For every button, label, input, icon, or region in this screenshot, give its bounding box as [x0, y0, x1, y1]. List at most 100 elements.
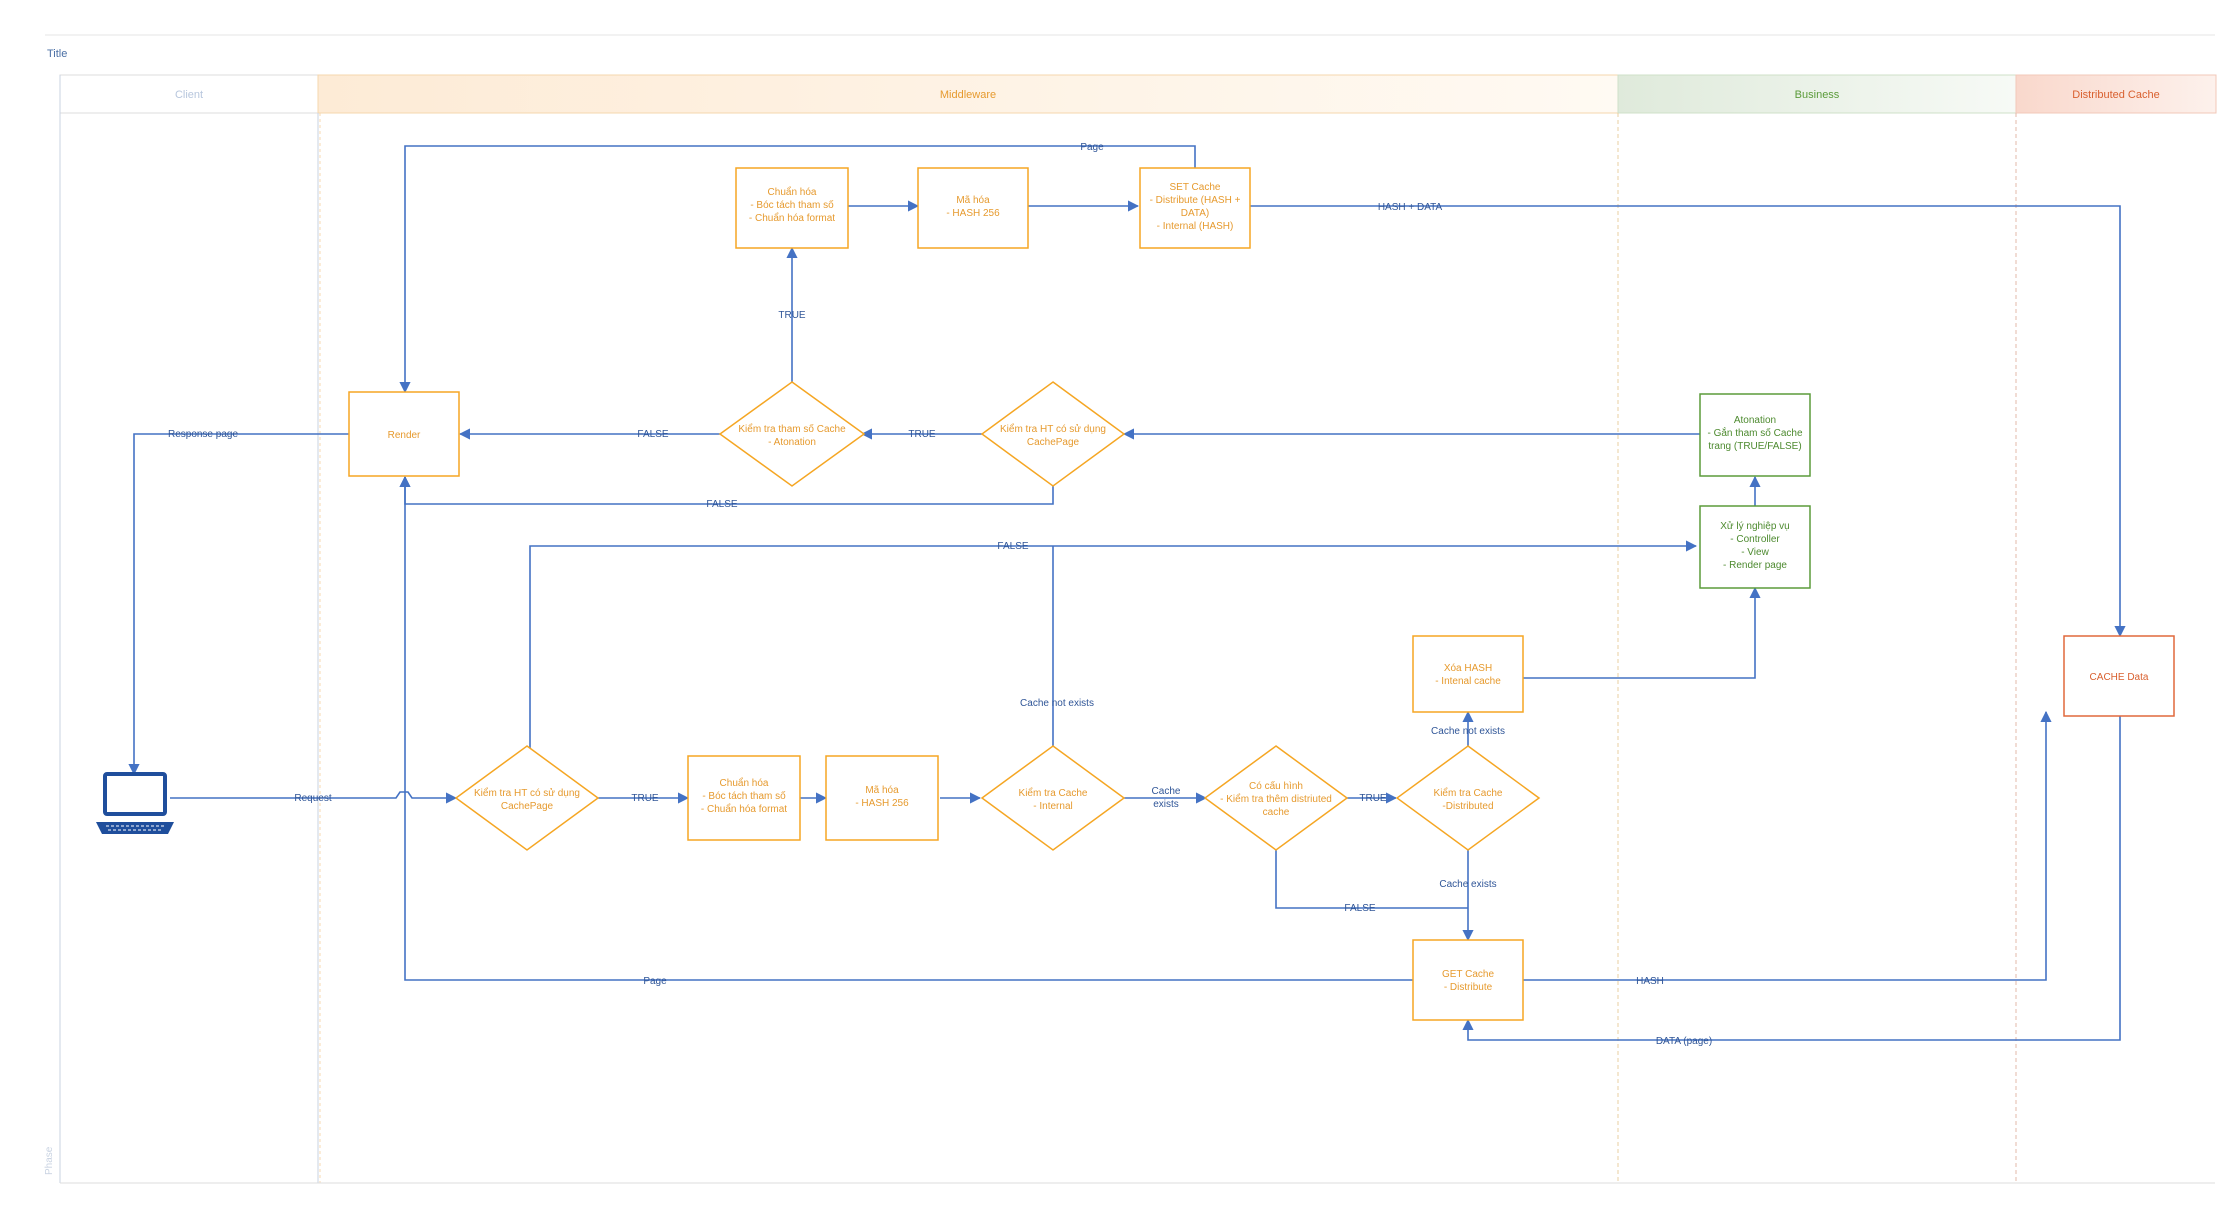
node-check-config[interactable]: Có cấu hình - Kiểm tra thêm distriuted c…: [1203, 745, 1349, 851]
node-business-logic-line3: - View: [1741, 547, 1769, 558]
label-true-mid: TRUE: [908, 429, 936, 440]
node-business-logic[interactable]: Xử lý nghiệp vụ - Controller - View - Re…: [1699, 505, 1811, 589]
lane-title-client: Client: [175, 89, 203, 101]
edge-page-top: [399, 145, 1196, 394]
edge-data-page: [1462, 716, 2121, 1041]
node-check-internal-line1: Kiểm tra Cache: [1019, 787, 1088, 799]
lane-title-business: Business: [1795, 89, 1840, 101]
node-check-atonation-line1: Kiểm tra tham số Cache: [738, 423, 846, 435]
node-normalize-top-line3: - Chuẩn hóa format: [749, 212, 835, 224]
node-cache-data[interactable]: CACHE Data: [2063, 635, 2175, 717]
label-false-render: FALSE: [637, 429, 668, 440]
node-set-cache-line4: - Internal (HASH): [1157, 221, 1234, 232]
node-check-cachepage-bottom-line2: CachePage: [501, 801, 554, 812]
node-check-cachepage-bottom-line1: Kiểm tra HT có sử dụng: [474, 787, 580, 799]
label-true-distributed: TRUE: [1359, 793, 1387, 804]
label-cache-not-exists-distributed: Cache not exists: [1431, 726, 1505, 737]
node-check-atonation[interactable]: Kiểm tra tham số Cache - Atonation: [718, 381, 866, 487]
node-check-internal-line2: - Internal: [1033, 801, 1072, 812]
node-render[interactable]: Render: [348, 391, 460, 477]
node-check-cachepage-top[interactable]: Kiểm tra HT có sử dụng CachePage: [980, 381, 1126, 487]
node-atonation-line1: Atonation: [1734, 415, 1776, 426]
lane-header-business: [1617, 74, 2017, 114]
node-check-cachepage-bottom[interactable]: Kiểm tra HT có sử dụng CachePage: [454, 745, 600, 851]
edge-xoa-business: [1522, 586, 1761, 679]
node-render-label: Render: [388, 430, 421, 441]
edge-hash-data: [1250, 205, 2126, 638]
edge-page-bottom: [399, 475, 1413, 981]
node-normalize-bottom-line1: Chuẩn hóa: [720, 777, 769, 789]
label-hash-data: HASH + DATA: [1378, 202, 1443, 213]
node-check-config-line3: cache: [1263, 807, 1290, 818]
node-check-config-line1: Có cấu hình: [1249, 780, 1303, 792]
swimlane-dividers: [59, 75, 2215, 1184]
node-check-atonation-line2: - Atonation: [768, 437, 816, 448]
label-page-bottom: Page: [643, 976, 667, 987]
phase-label: Phase: [44, 1146, 55, 1175]
node-get-cache-line1: GET Cache: [1442, 969, 1494, 980]
node-hash-top-line2: - HASH 256: [946, 208, 1000, 219]
diagram-title: Title: [47, 48, 67, 60]
node-get-cache[interactable]: GET Cache - Distribute: [1412, 939, 1524, 1021]
node-set-cache-line1: SET Cache: [1170, 182, 1221, 193]
lane-title-distributed: Distributed Cache: [2072, 89, 2159, 101]
label-cache-exists-internal-2: exists: [1153, 799, 1179, 810]
node-check-cachepage-top-line1: Kiểm tra HT có sử dụng: [1000, 423, 1106, 435]
edge-labels: Page HASH + DATA TRUE FALSE TRUE Respons…: [168, 142, 1712, 1047]
label-hash: HASH: [1636, 976, 1664, 987]
lane-header-distributed: [2015, 74, 2217, 114]
node-get-cache-line2: - Distribute: [1444, 982, 1493, 993]
label-cache-exists-internal-1: Cache: [1152, 786, 1181, 797]
label-true-vertical: TRUE: [778, 310, 806, 321]
node-check-config-line2: - Kiểm tra thêm distriuted: [1220, 793, 1332, 805]
label-false-business: FALSE: [997, 541, 1028, 552]
label-page-top: Page: [1080, 142, 1104, 153]
nodes: Chuẩn hóa - Bóc tách tham số - Chuẩn hóa…: [348, 167, 2175, 1021]
node-delete-hash[interactable]: Xóa HASH - Intenal cache: [1412, 635, 1524, 713]
node-hash-bottom[interactable]: Mã hóa - HASH 256: [825, 755, 939, 841]
node-business-logic-line2: - Controller: [1730, 534, 1780, 545]
label-request: Request: [294, 793, 331, 804]
lane-title-middleware: Middleware: [940, 89, 996, 101]
node-atonation[interactable]: Atonation - Gắn tham số Cache trang (TRU…: [1699, 393, 1811, 477]
node-normalize-bottom-line3: - Chuẩn hóa format: [701, 803, 787, 815]
node-check-distributed-line2: -Distributed: [1442, 801, 1493, 812]
node-hash-bottom-line2: - HASH 256: [855, 798, 909, 809]
node-normalize-top-line1: Chuẩn hóa: [768, 186, 817, 198]
label-false-config: FALSE: [1344, 903, 1375, 914]
node-delete-hash-line1: Xóa HASH: [1444, 663, 1492, 674]
node-business-logic-line4: - Render page: [1723, 560, 1787, 571]
edge-request: [170, 791, 458, 804]
node-normalize-top[interactable]: Chuẩn hóa - Bóc tách tham số - Chuẩn hóa…: [735, 167, 849, 249]
node-hash-top-line1: Mã hóa: [956, 195, 990, 206]
node-atonation-line3: trang (TRUE/FALSE): [1708, 441, 1801, 452]
node-atonation-line2: - Gắn tham số Cache: [1707, 426, 1802, 439]
edge-false-config: [1275, 848, 1468, 909]
node-normalize-top-line2: - Bóc tách tham số: [750, 199, 834, 211]
label-cache-not-exists-internal: Cache not exists: [1020, 698, 1094, 709]
edge-false-business: [529, 540, 1698, 748]
node-hash-top[interactable]: Mã hóa - HASH 256: [917, 167, 1029, 249]
label-cache-exists-distributed: Cache exists: [1439, 879, 1496, 890]
node-cache-data-label: CACHE Data: [2090, 672, 2149, 683]
node-check-cachepage-top-line2: CachePage: [1027, 437, 1080, 448]
node-hash-bottom-line1: Mã hóa: [865, 785, 899, 796]
node-check-internal[interactable]: Kiểm tra Cache - Internal: [980, 745, 1126, 851]
computer-icon: [96, 772, 174, 834]
label-response-page: Response page: [168, 429, 238, 440]
node-set-cache[interactable]: SET Cache - Distribute (HASH + DATA) - I…: [1139, 167, 1251, 249]
node-check-distributed-line1: Kiểm tra Cache: [1434, 787, 1503, 799]
label-data-page: DATA (page): [1656, 1036, 1712, 1047]
node-check-distributed[interactable]: Kiểm tra Cache -Distributed: [1395, 745, 1541, 851]
edge-hash: [1523, 710, 2052, 981]
node-delete-hash-line2: - Intenal cache: [1435, 676, 1501, 687]
node-normalize-bottom[interactable]: Chuẩn hóa - Bóc tách tham số - Chuẩn hóa…: [687, 755, 801, 841]
connectors: [128, 145, 2126, 1041]
edge-response-page: [128, 433, 349, 776]
node-normalize-bottom-line2: - Bóc tách tham số: [702, 790, 786, 802]
node-business-logic-line1: Xử lý nghiệp vụ: [1720, 520, 1790, 532]
swimlane-headers: Client Middleware Business Distributed C…: [59, 74, 2217, 114]
label-false-lower: FALSE: [706, 499, 737, 510]
label-true-bottom: TRUE: [631, 793, 659, 804]
